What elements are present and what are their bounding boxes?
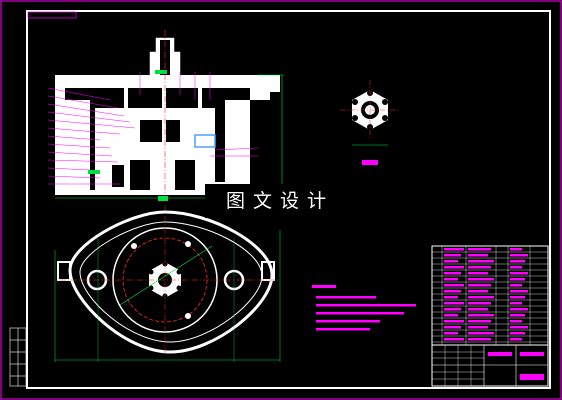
parts-list-entry [510, 266, 522, 269]
plan-label [158, 196, 168, 201]
drawing-frame [26, 10, 551, 389]
parts-list-entry [510, 260, 525, 263]
parts-list-entry [510, 308, 528, 311]
drawing-number-box [520, 374, 544, 380]
parts-list-entry [510, 338, 522, 341]
lug-right [261, 261, 275, 281]
parts-list-entry [444, 290, 461, 293]
parts-list-entry [510, 314, 525, 317]
parts-list-entry [444, 338, 464, 341]
leader-lines-top [139, 72, 211, 100]
parts-list-entry [444, 266, 464, 269]
parts-list-entry [444, 284, 464, 287]
watermark-label: 图文设计 [205, 184, 355, 218]
top-clamp-plate [55, 75, 280, 100]
parts-list-entry [510, 272, 528, 275]
parts-list-entry [468, 338, 491, 341]
parts-list-entry [468, 278, 494, 281]
leader-lines-right [210, 147, 259, 157]
parts-list-entry [444, 272, 461, 275]
leader-lines-left [47, 87, 136, 185]
parts-list-entry [444, 254, 461, 257]
mold-base-outline [68, 210, 274, 354]
parts-list-entry [468, 284, 491, 287]
parts-list-entry [510, 278, 525, 281]
parts-list-entry [444, 326, 461, 329]
parts-list-entry [468, 290, 488, 293]
parts-list-entry [444, 314, 458, 317]
parts-list-entry [468, 266, 491, 269]
parts-list-entry [468, 326, 488, 329]
parts-list-entry [468, 314, 494, 317]
parts-list-entry [510, 302, 522, 305]
parts-list-entry [468, 260, 494, 263]
parts-list-entry [444, 260, 458, 263]
title-block [431, 245, 549, 387]
parts-list-entry [510, 290, 528, 293]
parts-list-entry [468, 248, 491, 251]
margin-stamp [9, 327, 27, 387]
parts-list-entry [510, 284, 522, 287]
parts-list-entry [444, 248, 464, 251]
lug-left [57, 261, 71, 281]
parts-list-entry [468, 254, 488, 257]
parts-list-entry [510, 332, 525, 335]
parts-list-entry [510, 248, 522, 251]
parts-list-entry [444, 308, 461, 311]
parts-list-entry [468, 296, 494, 299]
plan-view [54, 196, 281, 362]
cavity-plate-right [225, 100, 250, 190]
detail-label [362, 160, 378, 165]
bottom-plate [55, 182, 250, 195]
parts-list-entry [444, 320, 464, 323]
technical-notes [312, 285, 416, 331]
dim-diameter [119, 245, 213, 306]
sprue-marker [155, 70, 167, 74]
parts-list-entry [444, 332, 458, 335]
parts-list-entry [468, 308, 488, 311]
parts-list-entry [510, 320, 522, 323]
ejector-pin-left [124, 80, 128, 190]
parts-list-entry [468, 332, 494, 335]
parts-list-entry [468, 302, 491, 305]
parts-list-entry [444, 296, 458, 299]
parts-list-entry [510, 326, 528, 329]
parts-list-entry [468, 320, 491, 323]
parts-list-entry [468, 272, 488, 275]
section-view [47, 30, 284, 200]
parts-list-entry [444, 278, 458, 281]
parts-list-entry [444, 302, 464, 305]
part-cavity [194, 134, 216, 148]
parts-list-entry [510, 296, 525, 299]
ejector-pin-mid [162, 80, 166, 190]
parts-list-entry [510, 254, 528, 257]
top-left-tag [27, 11, 77, 19]
detail-view-insert [340, 80, 400, 165]
cavity-plate [55, 100, 90, 190]
gate-marker [88, 170, 100, 174]
